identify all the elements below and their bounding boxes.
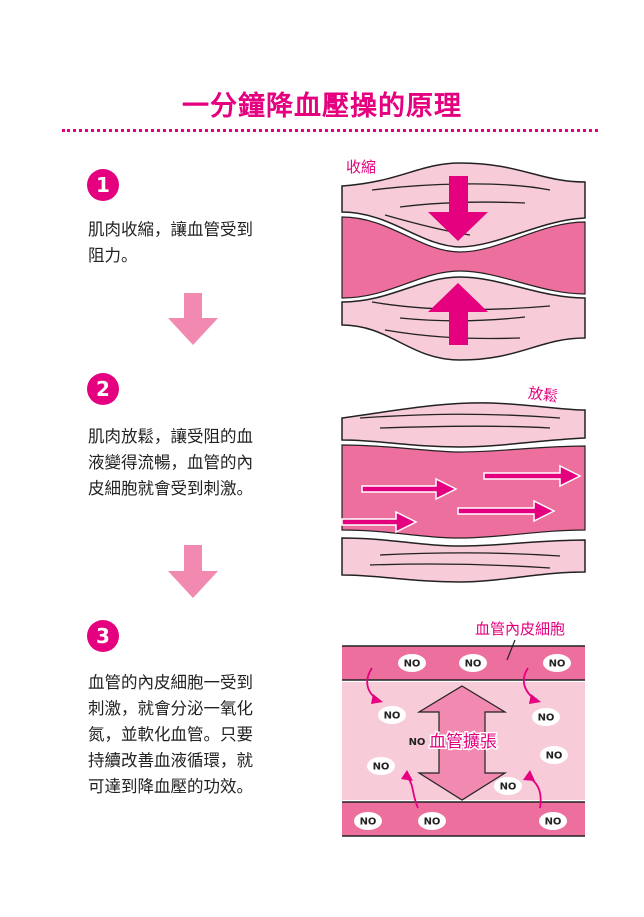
step-3-text: 血管的內皮細胞一受到 刺激，就會分泌一氧化 氮，並軟化血管。只要 持續改善血液循… <box>88 670 303 800</box>
text-line: 血管的內皮細胞一受到 <box>88 673 253 692</box>
no-molecule-bubble <box>354 812 382 830</box>
no-molecule-bubble <box>532 708 560 726</box>
no-molecule-bubble <box>539 812 567 830</box>
no-molecule-bubble <box>540 746 568 764</box>
text-line: 可達到降血壓的功效。 <box>88 777 253 796</box>
down-arrow-icon <box>168 545 218 598</box>
no-molecule-label: NO <box>549 659 566 670</box>
step-2-text: 肌肉放鬆，讓受阻的血 液變得流暢，血管的內 皮細胞就會受到刺激。 <box>88 424 303 502</box>
down-arrow-icon <box>168 293 218 345</box>
no-molecule-label: NO <box>500 782 517 793</box>
no-molecule-bubble <box>543 654 571 672</box>
no-molecule-label: NO <box>546 751 563 762</box>
no-molecule-bubble <box>378 706 406 724</box>
text-line: 氮，並軟化血管。只要 <box>88 725 253 744</box>
contract-label: 收縮 <box>346 158 376 176</box>
no-molecule-label: NO <box>409 737 426 748</box>
no-molecule-label: NO <box>384 711 401 722</box>
no-molecule-bubble <box>459 654 487 672</box>
step-2-number: 2 <box>87 373 119 405</box>
text-line: 阻力。 <box>88 246 138 265</box>
contraction-illustration: 收縮 <box>341 158 586 361</box>
relax-label: 放鬆 <box>527 384 559 406</box>
no-molecule-bubble <box>418 812 446 830</box>
dilation-label: 血管擴張 <box>429 732 497 752</box>
dotted-divider <box>62 129 598 132</box>
text-line: 肌肉放鬆，讓受阻的血 <box>88 427 253 446</box>
page-title: 一分鐘降血壓操的原理 <box>182 91 462 122</box>
dilation-illustration: NO NO NO NO NO NO NO NO NO NO NO NO 血管擴張 血管內皮細胞 <box>342 620 585 837</box>
no-molecule-label: NO <box>465 659 482 670</box>
relaxation-illustration: 放鬆 <box>341 384 586 583</box>
endothelium-label: 血管內皮細胞 <box>475 620 565 638</box>
no-molecule-label: NO <box>360 817 377 828</box>
text-line: 肌肉收縮，讓血管受到 <box>88 220 253 239</box>
text-line: 液變得流暢，血管的內 <box>88 453 253 472</box>
dilation-arrow-icon <box>416 685 508 801</box>
no-molecule-label: NO <box>404 659 421 670</box>
no-molecule-label: NO <box>373 762 390 773</box>
no-molecule-bubble <box>494 777 522 795</box>
up-arrow-icon <box>428 283 488 345</box>
down-arrow-icon <box>428 176 488 241</box>
no-molecule-label: NO <box>545 817 562 828</box>
step-1-text: 肌肉收縮，讓血管受到 阻力。 <box>88 217 303 269</box>
step-3-number: 3 <box>87 620 119 652</box>
text-line: 皮細胞就會受到刺激。 <box>88 479 253 498</box>
text-line: 持續改善血液循環，就 <box>88 751 253 770</box>
no-molecule-bubble <box>398 654 426 672</box>
step-1-number: 1 <box>87 169 119 201</box>
no-molecule-bubble <box>367 757 395 775</box>
text-line: 刺激，就會分泌一氧化 <box>88 699 253 718</box>
no-molecule-label: NO <box>538 713 555 724</box>
no-molecule-label: NO <box>424 817 441 828</box>
